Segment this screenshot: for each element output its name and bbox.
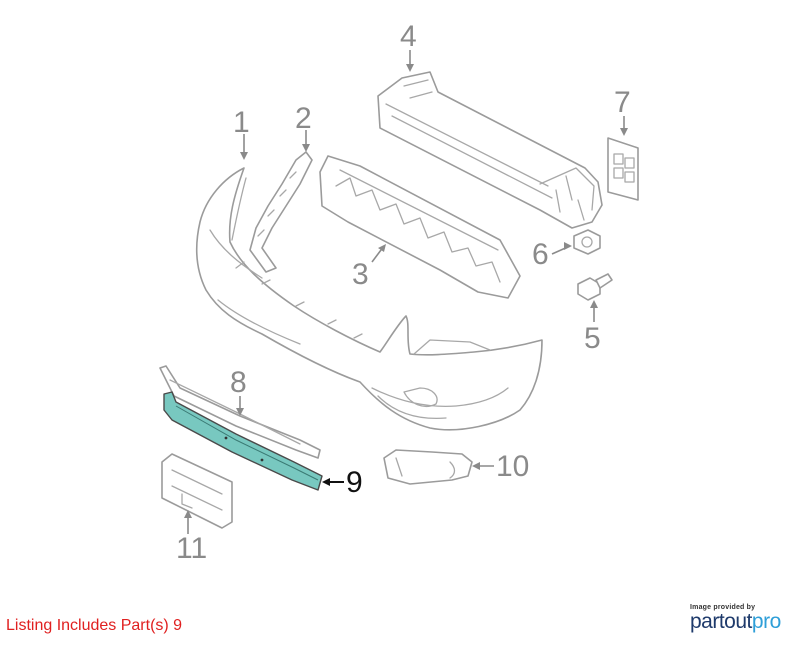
part-2-bracket xyxy=(249,151,313,273)
callout-5: 5 xyxy=(584,322,601,355)
image-provided-by-text: Image provided by xyxy=(690,604,756,611)
leader-lines xyxy=(184,50,628,534)
callout-11: 11 xyxy=(176,532,207,565)
partoutpro-logo: partoutpro xyxy=(690,610,794,634)
part-9-lower-deflector xyxy=(163,391,323,491)
callout-10: 10 xyxy=(496,450,529,483)
callout-8: 8 xyxy=(230,366,247,399)
callout-7: 7 xyxy=(614,86,631,119)
part-8-lower-valance-upper xyxy=(159,365,321,459)
part-1-bumper-cover xyxy=(195,167,543,431)
callout-1: 1 xyxy=(233,106,250,139)
logo-part-partout: partout xyxy=(690,610,752,633)
logo-part-pro: pro xyxy=(751,610,781,633)
callout-6: 6 xyxy=(532,238,549,271)
callout-3: 3 xyxy=(352,258,369,291)
part-6-nut xyxy=(573,229,601,255)
part-11-license-bracket xyxy=(161,453,233,529)
part-10-fog-lamp-bezel xyxy=(383,449,473,485)
partoutpro-branding: Image provided by partoutpro xyxy=(690,604,794,634)
part-5-bolt xyxy=(577,273,613,301)
callout-4: 4 xyxy=(400,20,417,53)
listing-includes-text: Listing Includes Part(s) 9 xyxy=(6,617,183,634)
part-7-bracket xyxy=(607,137,639,201)
callout-2: 2 xyxy=(295,102,312,135)
part-4-bumper-reinforcement xyxy=(377,71,603,229)
part-3-energy-absorber xyxy=(319,155,521,299)
callout-9: 9 xyxy=(346,466,363,499)
